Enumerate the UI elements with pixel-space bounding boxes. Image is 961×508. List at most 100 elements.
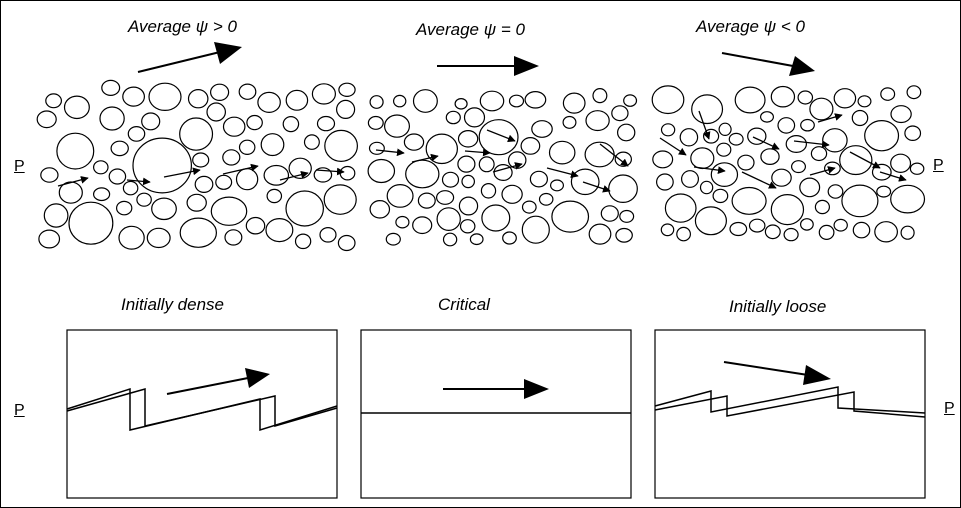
grain — [818, 224, 835, 240]
grain — [790, 160, 806, 174]
panel-critical — [360, 329, 632, 499]
grain — [386, 183, 414, 208]
grain — [38, 229, 61, 249]
grain — [454, 98, 468, 110]
grain — [436, 207, 461, 232]
grain — [890, 105, 912, 124]
grain — [710, 162, 739, 188]
grain — [800, 118, 815, 132]
grain — [521, 215, 550, 244]
grain — [294, 233, 312, 250]
grain — [238, 83, 257, 100]
grain — [619, 209, 635, 223]
grain-arrow — [163, 167, 201, 178]
grain — [441, 171, 460, 188]
grain — [127, 125, 146, 142]
grain — [562, 92, 586, 114]
grain — [520, 136, 541, 155]
grain — [841, 184, 879, 218]
grain — [729, 221, 748, 237]
grain-arrow — [809, 166, 836, 176]
grain — [814, 199, 831, 215]
pressure-label-right-top: P — [933, 157, 944, 174]
grain-arrow — [693, 166, 726, 174]
grain — [676, 226, 691, 242]
grain — [852, 221, 871, 239]
grain — [395, 215, 410, 229]
grain — [93, 160, 109, 175]
grain — [797, 90, 814, 105]
grain-arrow — [849, 151, 881, 169]
grain — [108, 168, 127, 185]
grain — [660, 223, 675, 237]
grain — [864, 119, 900, 152]
grain — [585, 110, 610, 132]
grain — [288, 157, 312, 179]
grain — [531, 120, 553, 138]
grain-assembly-dense — [36, 79, 359, 252]
grain — [656, 173, 674, 191]
grain — [588, 223, 612, 245]
grain — [904, 125, 922, 141]
pressure-label-left-top: P — [14, 158, 25, 175]
grain — [403, 133, 425, 151]
grain — [800, 218, 814, 231]
grain-arrow — [486, 129, 516, 143]
grain — [890, 184, 926, 214]
grain — [548, 140, 576, 165]
grain-arrow — [793, 140, 830, 149]
grain-arrow — [492, 162, 523, 173]
grain — [179, 217, 217, 248]
grain — [417, 192, 436, 209]
label-initially-loose: Initially loose — [729, 297, 827, 316]
grain — [469, 233, 484, 246]
grain — [215, 174, 233, 190]
label-initially-dense: Initially dense — [121, 295, 225, 314]
grain — [508, 94, 525, 108]
grain — [777, 117, 796, 134]
grain — [442, 232, 458, 247]
grain — [694, 206, 728, 236]
grain — [246, 114, 263, 131]
grain — [651, 85, 685, 115]
grain — [584, 141, 615, 168]
grain — [770, 85, 796, 108]
grain — [36, 110, 57, 129]
grain — [282, 115, 300, 133]
grain — [425, 133, 458, 165]
pressure-label-left-bottom: P — [14, 402, 25, 419]
grain — [436, 190, 455, 205]
grain — [43, 203, 69, 228]
grain — [457, 130, 479, 148]
grain — [728, 132, 744, 146]
label-dilatant: Average ψ > 0 — [128, 17, 237, 36]
grain — [313, 167, 333, 183]
grain — [822, 128, 848, 153]
grain — [337, 234, 356, 252]
grain — [691, 94, 724, 125]
grain-arrow — [752, 136, 780, 150]
pressure-label-right-bottom: P — [944, 400, 955, 417]
grain — [141, 112, 161, 131]
grain — [122, 86, 146, 107]
grain — [615, 227, 633, 243]
grain — [45, 93, 62, 109]
grain — [857, 95, 872, 108]
grain — [480, 183, 497, 199]
grain-arrow — [582, 181, 611, 193]
grain — [871, 163, 892, 181]
grain — [192, 152, 210, 168]
grain-assembly-critical — [367, 87, 638, 247]
grain — [600, 205, 619, 222]
grain — [479, 90, 505, 112]
grain — [319, 227, 337, 243]
grain — [323, 184, 357, 215]
grain — [265, 218, 294, 243]
grain — [187, 88, 209, 109]
grain — [136, 192, 152, 207]
grain — [384, 114, 411, 138]
grain-arrow — [315, 167, 345, 176]
grain — [839, 145, 873, 176]
grain-motion-arrows — [57, 110, 907, 193]
grain — [785, 135, 808, 154]
